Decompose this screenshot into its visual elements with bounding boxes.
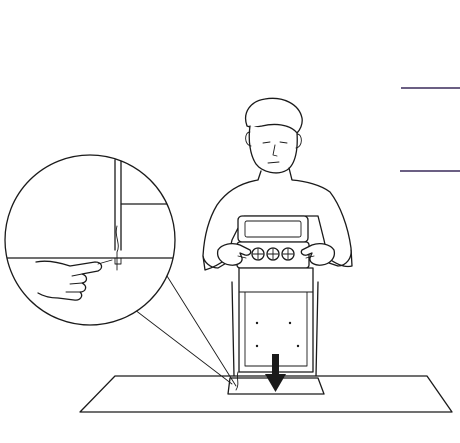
- cabinet: [236, 215, 314, 373]
- hair: [245, 97, 303, 134]
- detail-magnifier: [4, 154, 176, 326]
- floor-plate: [79, 375, 453, 413]
- knob-left: [251, 247, 265, 261]
- knob-right: [281, 247, 295, 261]
- control-panel: [237, 215, 309, 243]
- face: [248, 125, 298, 174]
- hands: [216, 243, 336, 266]
- knob-center: [266, 247, 280, 261]
- right-hand: [300, 243, 336, 266]
- arrow-down-icon: [265, 354, 286, 392]
- magnifier-pointer: [121, 299, 233, 385]
- left-hand: [216, 243, 252, 266]
